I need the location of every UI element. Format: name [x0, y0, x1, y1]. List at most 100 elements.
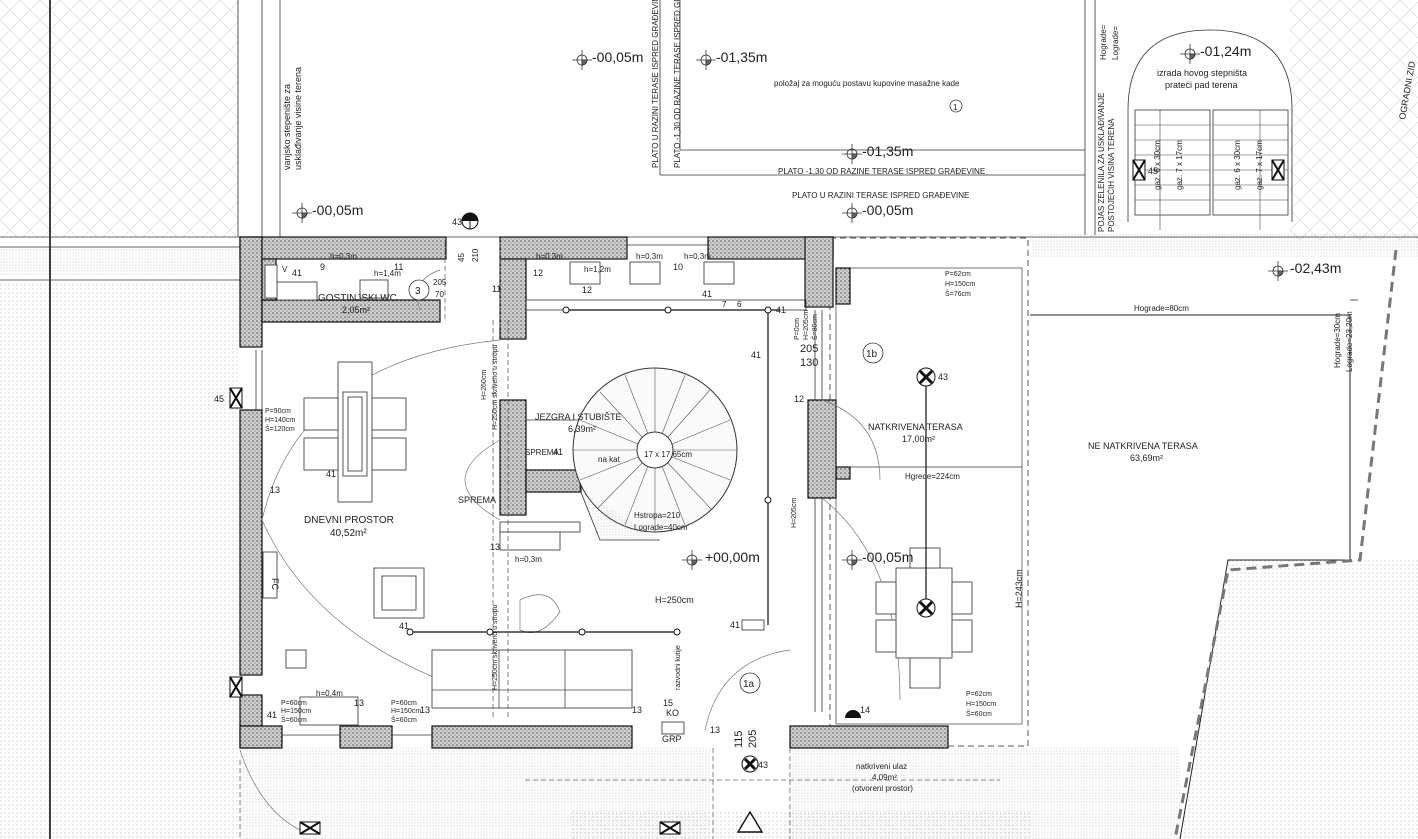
note-izrada-1: izrada hovog stepništa	[1157, 68, 1247, 78]
grp-box	[661, 721, 685, 735]
dim-na-kat: na kat	[598, 455, 621, 464]
note-varjsko-1: vanjsko stepenište za	[282, 84, 292, 170]
room-covered-name: NATKRIVENA TERASA	[868, 422, 963, 432]
win-h140: H=140cm	[265, 417, 295, 424]
tag-1: 1	[953, 103, 958, 112]
room-living-name: DNEVNI PROSTOR	[304, 515, 394, 526]
dim-razvodni: razvodni kutije	[675, 645, 682, 690]
room-covered-area: 17,00m²	[902, 434, 935, 444]
win-p60: P=60cm	[281, 700, 307, 707]
win-h150c: H=150cm	[281, 708, 311, 715]
circle-tags	[408, 99, 963, 694]
dim-h260: H=260cm	[481, 370, 488, 400]
sofa	[431, 649, 633, 709]
note-lograde: Lograde=	[1111, 26, 1120, 60]
tag-v: V	[282, 265, 288, 274]
note-hograde-30: Hograde=30cm	[1333, 313, 1342, 368]
note-hograde: Hograde=	[1099, 24, 1108, 60]
tag-12-b: 12	[582, 285, 592, 295]
dim-vert-1: H=250cm skriveno u stropu	[492, 344, 499, 430]
note-izrada-2: prateći pad terena	[1165, 80, 1238, 90]
kitchen-hob	[629, 261, 661, 285]
room-entry-name: natkriveni ulaz	[856, 762, 907, 771]
dim-stair-l: Lograde=40cm	[634, 523, 688, 532]
level-plato: -01,35m	[862, 143, 913, 159]
dim-h14: h=1,4m	[374, 269, 401, 278]
level-top-2: -01,35m	[716, 49, 767, 65]
tag-13-e: 13	[632, 705, 642, 715]
note-hograde-80: Hograde=80cm	[1134, 304, 1189, 313]
tag-14: 14	[860, 705, 870, 715]
win-p60d: P=60cm	[391, 700, 417, 707]
tag-10: 10	[673, 262, 683, 272]
dim-h03-a: h=0,3m	[330, 252, 357, 261]
dim-70: 70	[435, 290, 444, 299]
room-living-area: 40,52m²	[330, 528, 367, 539]
tag-43-a: 43	[452, 217, 462, 227]
note-masaza: položaj za moguću postavu kupovine masaž…	[774, 79, 960, 88]
armchair	[373, 567, 425, 619]
tag-41-a: 41	[292, 268, 302, 278]
dining-table-left	[303, 361, 407, 503]
terrace-door-arc-2	[821, 497, 901, 701]
kitchen-sink	[569, 261, 601, 285]
bg-dots-top-right	[1030, 234, 1418, 258]
socket-box	[741, 619, 765, 631]
site-notes: položaj za moguću postavu kupovine masaž…	[282, 0, 1417, 372]
dim-h243: H=243cm	[1014, 569, 1024, 608]
win-p62: P=62cm	[945, 271, 971, 278]
tag-1a: 1a	[743, 679, 755, 690]
tag-45-b: 45	[1148, 166, 1158, 176]
bg-stair-bottom	[570, 812, 1030, 839]
level-right: -02,43m	[1290, 260, 1341, 276]
tag-12-c: 12	[794, 394, 804, 404]
wall-lights	[229, 159, 1285, 835]
dim-stair-n: 17 x 17,65cm	[644, 450, 692, 459]
tag-13-d: 13	[420, 705, 430, 715]
level-labels: -00,05m -01,35m -01,35m -01,24m -00,05m …	[312, 43, 1341, 565]
win-s120: Š=120cm	[265, 424, 295, 433]
dim-h03-c: h=0,3m	[636, 252, 663, 261]
fixture-dots	[406, 306, 772, 636]
level-left: -00,05m	[312, 202, 363, 218]
dim-h04: h=0,4m	[316, 689, 343, 698]
tag-13-b: 13	[490, 542, 500, 552]
tag-41-h: 41	[267, 710, 277, 720]
win-s60d: Š=60cm	[391, 715, 417, 724]
lamp-symbols	[461, 212, 936, 773]
note-plato-v1: PLATO U RAZINI TERASE ISPRED GRAĐEVINE	[651, 0, 660, 168]
tag-45-a: 45	[214, 394, 224, 404]
level-top-1: -00,05m	[592, 49, 643, 65]
level-markers	[292, 44, 1288, 570]
tag-12-a: 12	[533, 268, 543, 278]
note-gaz-4: gaz. 7 x 17cm	[1255, 140, 1264, 190]
room-core-name: JEZGRA I STUBIŠTE	[535, 412, 622, 422]
win-h150d: H=150cm	[391, 708, 421, 715]
tag-13-f: 13	[710, 725, 720, 735]
terrace-door-arc	[821, 399, 881, 481]
bg-dots-right	[1180, 560, 1418, 839]
storage-arc	[464, 439, 501, 521]
note-pojas-1: POJAS ZELENILA ZA USKLAĐIVANJE	[1097, 93, 1106, 232]
label-ko: KO	[666, 708, 679, 718]
tag-41-d: 41	[730, 620, 740, 630]
note-plato-razina: PLATO U RAZINI TERASE ISPRED GRAĐEVINE	[792, 191, 969, 200]
tag-41-c: 41	[399, 621, 409, 631]
note-plato-v2: PLATO -1,30 OD RAZINE TERASE ISPRED GRAĐ…	[673, 0, 682, 168]
dim-h03-b: h=0,3m	[536, 252, 563, 261]
room-wc-area: 2,05m²	[342, 305, 370, 315]
tag-41-f: 41	[776, 305, 786, 315]
win-pv: P=0cm	[794, 318, 801, 340]
room-entry-area: 4,09m²	[872, 773, 897, 782]
ogradni-zid	[1173, 249, 1398, 839]
tag-1b: 1b	[866, 349, 878, 360]
tag-13-a: 13	[270, 485, 280, 495]
level-center-top: -00,05m	[862, 202, 913, 218]
dim-stair-h: Hstropa=210	[634, 511, 681, 520]
bg-diag-top-right	[1290, 0, 1418, 240]
dim-h03-d: h=0,3m	[684, 252, 711, 261]
win-s76: Š=76cm	[945, 289, 971, 298]
fc-panel	[262, 551, 278, 599]
room-open-area: 63,69m²	[1130, 453, 1163, 463]
wc-sink	[276, 281, 318, 301]
